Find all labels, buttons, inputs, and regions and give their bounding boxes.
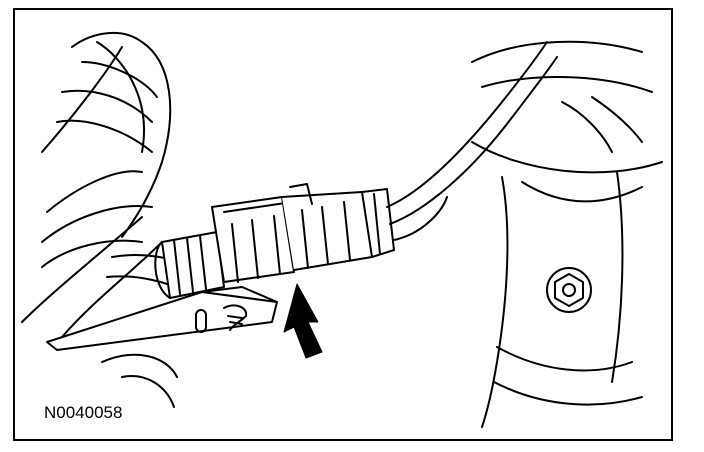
flange-bolt (546, 267, 592, 313)
bracket-slot (195, 309, 207, 333)
mounting-bracket (46, 286, 278, 408)
sensor-wire (386, 41, 558, 241)
sensor-electrical-connector (154, 183, 395, 299)
illustration-frame: N0040058 (13, 8, 673, 441)
technical-illustration (21, 31, 663, 428)
bracket-clip (223, 304, 248, 331)
exhaust-component (471, 40, 663, 428)
figure-id-label: N0040058 (42, 403, 125, 423)
indicator-arrow (283, 283, 323, 359)
